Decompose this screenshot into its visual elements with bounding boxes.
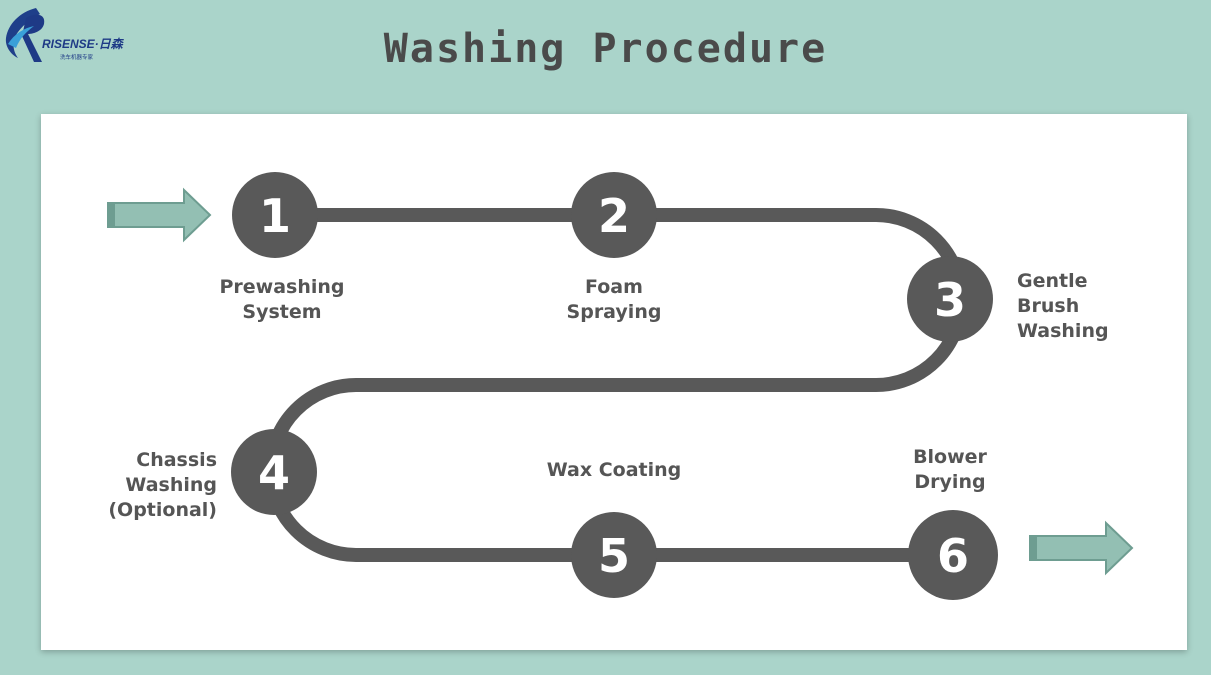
step-2-label: Foam Spraying <box>566 276 662 323</box>
logo-accent <box>8 26 34 48</box>
step-number: 1 <box>259 189 291 243</box>
step-number: 3 <box>934 273 966 327</box>
step-circle <box>571 172 657 258</box>
step-5: 5 <box>571 512 657 598</box>
step-6: 6 <box>908 510 998 600</box>
step-number: 4 <box>258 446 290 500</box>
step-circle <box>908 510 998 600</box>
step-number: 6 <box>937 529 969 583</box>
step-5-label: Wax Coating <box>546 459 682 481</box>
process-diagram: 1 2 3 4 5 6 <box>107 172 1134 600</box>
step-number: 5 <box>598 529 630 583</box>
step-3-label: Gentle Brush Washing <box>1017 270 1109 342</box>
logo-text: RISENSE·日森 <box>42 37 125 51</box>
step-circle <box>571 512 657 598</box>
step-circle <box>907 256 993 342</box>
page-title: Washing Procedure <box>383 26 828 72</box>
step-6-label: Blower Drying <box>913 446 987 493</box>
process-path <box>264 208 968 562</box>
logo-subtext: 洗车机器专家 <box>60 53 94 61</box>
exit-arrow <box>1029 520 1134 576</box>
step-3: 3 <box>907 256 993 342</box>
step-1-label: Prewashing System <box>219 276 345 323</box>
entry-arrow <box>107 187 212 243</box>
entry-arrow-edge <box>108 203 115 227</box>
step-4-label: Chassis Washing (Optional) <box>108 449 217 521</box>
step-circle <box>232 172 318 258</box>
step-4: 4 <box>231 429 317 515</box>
logo-r-shape <box>22 14 45 62</box>
step-2: 2 <box>571 172 657 258</box>
step-number: 2 <box>598 189 630 243</box>
step-circle <box>231 429 317 515</box>
logo-swoosh <box>5 8 40 58</box>
exit-arrow-edge <box>1030 536 1037 560</box>
diagram-panel: 1 2 3 4 5 6 Prewashing System Foam Spray… <box>41 114 1187 650</box>
step-1: 1 <box>232 172 318 258</box>
risense-logo: RISENSE·日森 洗车机器专家 <box>5 8 125 62</box>
